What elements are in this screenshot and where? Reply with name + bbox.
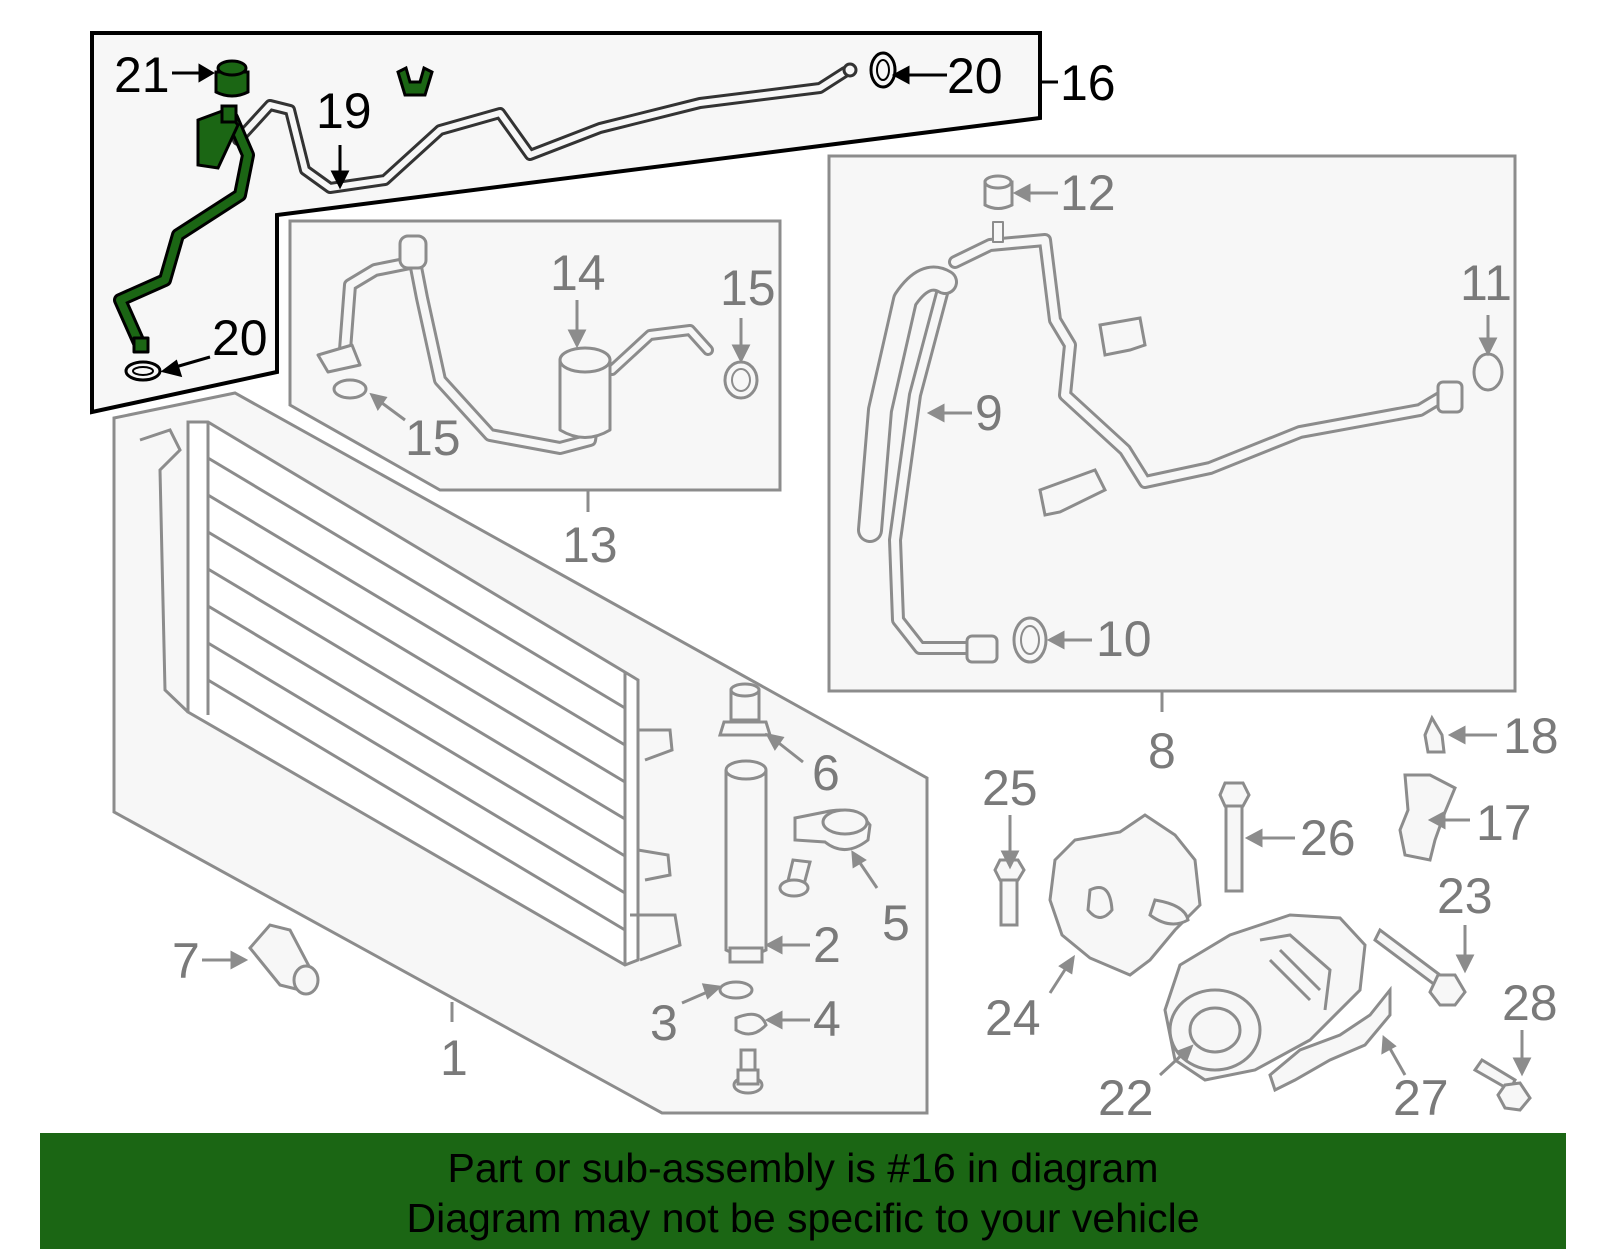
- part-12-cap: [983, 174, 1014, 210]
- part-2-receiver-drier: [724, 759, 768, 964]
- callout-12: 12: [1060, 165, 1116, 221]
- callout-21: 21: [114, 47, 170, 103]
- part-18-clip: [1423, 714, 1446, 754]
- part-26-bolt: [1218, 781, 1251, 893]
- part-9-hose: [857, 221, 1464, 664]
- callout-15-right: 15: [720, 260, 776, 316]
- callout-6: 6: [812, 745, 840, 801]
- bottom-bolt: [732, 1048, 764, 1095]
- bracket-post: [220, 104, 238, 124]
- callout-27: 27: [1393, 1070, 1449, 1126]
- part-14-hose-assembly: [316, 234, 714, 455]
- part-25-bolt: [993, 858, 1026, 927]
- part-5-bracket: [793, 808, 872, 851]
- callout-14: 14: [550, 245, 606, 301]
- callout-20-bottom: 20: [212, 310, 268, 366]
- callout-20-top: 20: [947, 48, 1003, 104]
- callout-4: 4: [813, 991, 841, 1047]
- callout-11: 11: [1460, 255, 1512, 311]
- banner-line-1: Part or sub-assembly is #16 in diagram: [447, 1145, 1159, 1191]
- panel-8-outline: [827, 154, 1517, 693]
- o-ring-15-left: [332, 378, 368, 400]
- part-27-shield: [1268, 985, 1392, 1093]
- arrows-panel-1: [202, 732, 879, 1030]
- callout-2: 2: [813, 917, 841, 973]
- condenser: [139, 420, 682, 967]
- o-ring-10: [1012, 616, 1048, 664]
- part-23-bolt: [1373, 927, 1467, 1007]
- hose-bracket-lower: [1038, 468, 1108, 517]
- callout-15-left: 15: [405, 410, 461, 466]
- banner-line-2: Diagram may not be specific to your vehi…: [406, 1195, 1200, 1241]
- o-ring-3: [718, 980, 754, 1000]
- callout-24: 24: [985, 990, 1041, 1046]
- callout-8: 8: [1148, 723, 1176, 779]
- callout-17: 17: [1476, 795, 1532, 851]
- arrows-panel-16: [160, 63, 947, 378]
- part-19-pipe: [232, 62, 858, 194]
- part-22-compressor: [1163, 913, 1367, 1082]
- hose-bracket-upper: [1098, 316, 1147, 357]
- callout-13: 13: [562, 517, 618, 573]
- part-4-plug: [734, 1012, 768, 1036]
- info-banner: Part or sub-assembly is #16 in diagram D…: [40, 1133, 1566, 1249]
- o-ring-10-inner: [1020, 625, 1040, 655]
- part-17-bracket: [1398, 773, 1457, 862]
- callout-7: 7: [172, 933, 200, 989]
- callout-19: 19: [316, 83, 372, 139]
- callout-16: 16: [1060, 55, 1116, 111]
- callout-3: 3: [650, 995, 678, 1051]
- callout-1: 1: [440, 1030, 468, 1086]
- arrows-panel-13: [369, 300, 751, 422]
- part-7-sensor: [248, 923, 320, 996]
- o-ring-20-bottom: [124, 360, 162, 382]
- bolt-near-5: [778, 858, 812, 898]
- o-ring-15-right-inner: [731, 368, 751, 392]
- callout-25: 25: [982, 760, 1038, 816]
- callout-28: 28: [1502, 975, 1558, 1031]
- callout-5: 5: [882, 895, 910, 951]
- callout-26: 26: [1300, 810, 1356, 866]
- o-ring-20-top-inner: [876, 59, 890, 81]
- panel-13-outline: [288, 219, 782, 492]
- panel-16-outline: [90, 31, 1042, 415]
- callout-9: 9: [975, 385, 1003, 441]
- arrows-compressor: [1000, 725, 1532, 1077]
- part-21-cap: [214, 59, 250, 98]
- o-ring-20-bottom-inner: [132, 366, 154, 376]
- part-28-bolt: [1472, 1057, 1532, 1112]
- part-24-bracket: [1048, 813, 1202, 977]
- callout-10: 10: [1096, 611, 1152, 667]
- callout-18: 18: [1503, 708, 1559, 764]
- highlighted-hose: [113, 111, 255, 354]
- parts-diagram: 21 19 20 16 20 14 15 15 13 12 11 9 10 8 …: [90, 31, 1559, 1126]
- o-ring-20-top: [869, 51, 897, 89]
- arrows-panel-8: [926, 183, 1498, 650]
- pipe-clip: [396, 65, 434, 97]
- callout-22: 22: [1098, 1070, 1154, 1126]
- callout-23: 23: [1437, 868, 1493, 924]
